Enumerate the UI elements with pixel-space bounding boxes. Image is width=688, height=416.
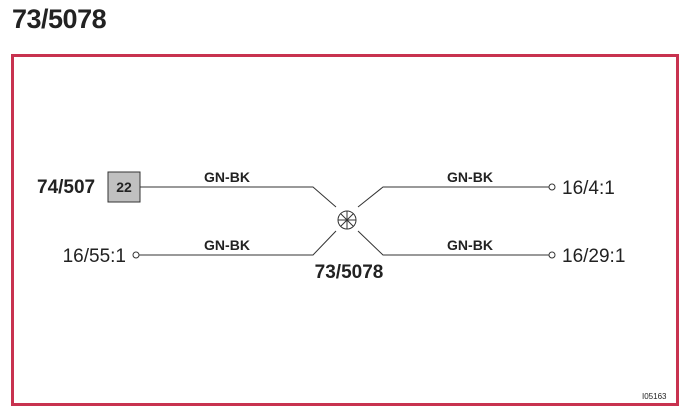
page-title: 73/5078 <box>12 4 107 34</box>
terminal-label-right-top: 16/4:1 <box>562 178 615 199</box>
terminal-label-right-bottom: 16/29:1 <box>562 246 625 267</box>
wire-color-label: GN-BK <box>204 237 250 253</box>
wire-left-bottom <box>137 230 337 256</box>
terminal-dot <box>548 251 556 259</box>
wire-left-top <box>140 186 337 208</box>
wire-color-label: GN-BK <box>447 169 493 185</box>
diagram-frame <box>11 54 679 406</box>
wire-color-label: GN-BK <box>447 237 493 253</box>
wire-color-label: GN-BK <box>204 169 250 185</box>
connector-pin-label: 22 <box>116 179 132 195</box>
terminal-label-left-bottom: 16/55:1 <box>63 246 126 267</box>
wire-right-bottom <box>357 230 549 256</box>
terminal-dot <box>548 183 556 191</box>
wire-right-top <box>357 186 549 208</box>
terminal-dot <box>132 251 140 259</box>
splice-icon <box>337 210 357 230</box>
reference-code: I05163 <box>642 392 667 401</box>
connector-pin-box <box>107 171 141 203</box>
connector-label: 74/507 <box>37 177 95 198</box>
splice-label: 73/5078 <box>315 262 384 283</box>
